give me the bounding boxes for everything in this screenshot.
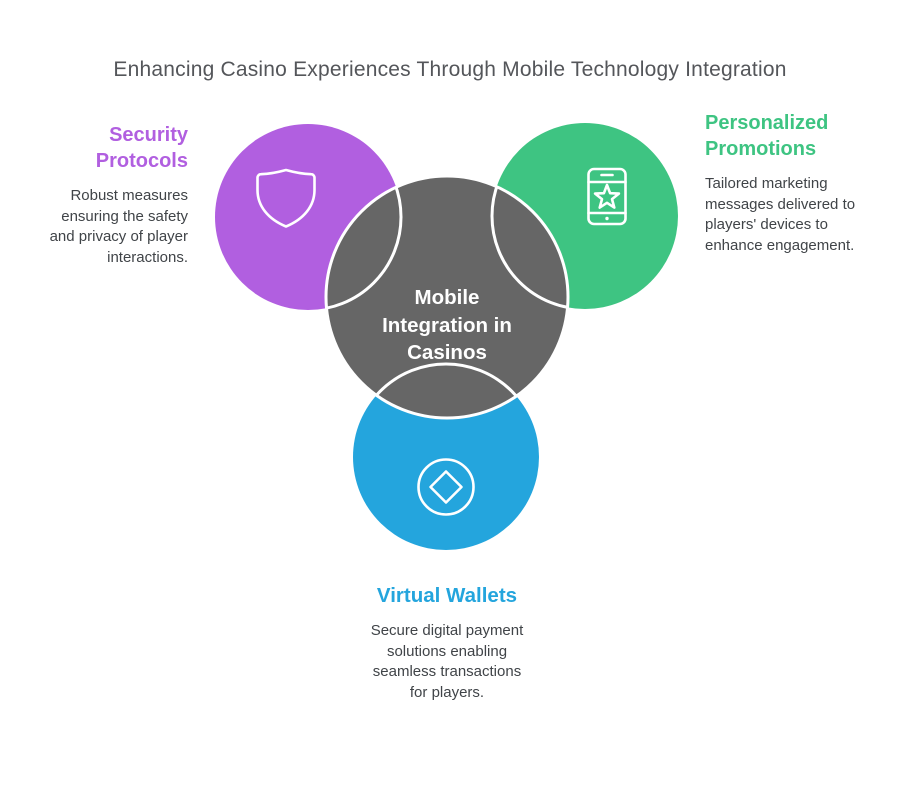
center-circle-label: Mobile Integration in Casinos [382,286,512,364]
wallets-overlap-arc [351,362,541,418]
shield-icon [256,168,316,228]
promotions-label-block: Personalized Promotions Tailored marketi… [705,110,857,256]
diamond-circle-icon [417,458,475,516]
security-overlap-arc [326,176,403,312]
wallets-description: Secure digital payment solutions enablin… [370,622,524,701]
security-label-block: Security Protocols Robust measures ensur… [36,122,188,268]
wallets-title: Virtual Wallets [376,584,518,607]
security-description: Robust measures ensuring the safety and … [49,187,188,266]
promotions-overlap-arc [490,176,568,311]
page-title: Enhancing Casino Experiences Through Mob… [113,58,787,81]
center-circle [324,174,570,420]
wallets-label-block: Virtual Wallets Secure digital payment s… [337,583,557,703]
promotions-title: Personalized Promotions [705,112,829,160]
overlap-arcs [326,176,568,418]
smartphone-star-icon [587,167,627,226]
security-title: Security Protocols [95,124,188,172]
promotions-description: Tailored marketing messages delivered to… [705,175,856,254]
